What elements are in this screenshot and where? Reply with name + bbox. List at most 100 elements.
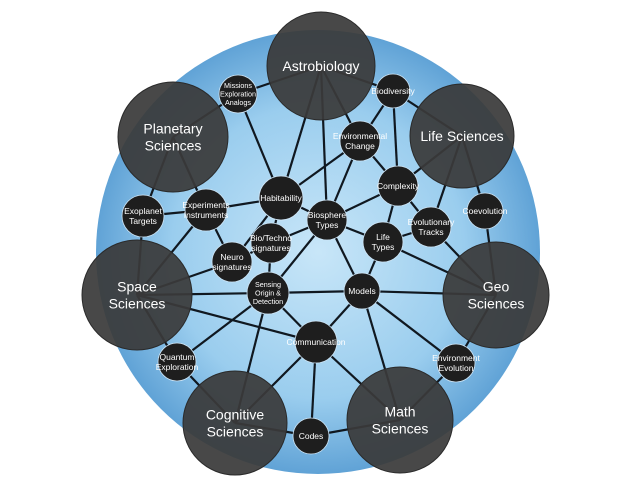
- node-circle-math: [346, 366, 454, 474]
- node-label-geo-1: Sciences: [468, 295, 525, 311]
- node-label-codes-0: Codes: [299, 431, 324, 441]
- node-label-geo-0: Geo: [483, 278, 510, 294]
- node-label-sensing-2: Detection: [253, 297, 283, 306]
- node-label-math-0: Math: [384, 403, 415, 419]
- node-label-neuro-0: Neuro: [220, 252, 243, 262]
- node-circle-astrobiology: [266, 11, 376, 121]
- node-circle-biodiversity: [375, 73, 411, 109]
- node-label-missions-2: Analogs: [225, 98, 251, 107]
- node-label-life-types-0: Life: [376, 232, 390, 242]
- node-circle-geo: [442, 241, 550, 349]
- node-circle-space: [81, 239, 193, 351]
- node-label-space-1: Sciences: [109, 295, 166, 311]
- node-complexity: Complexity: [377, 165, 420, 207]
- node-label-env-change-0: Environmental: [333, 131, 387, 141]
- node-circle-neuro: [211, 241, 253, 283]
- node-label-math-1: Sciences: [372, 420, 429, 436]
- node-circle-coevolution: [466, 192, 504, 230]
- node-communication: Communication: [286, 320, 346, 364]
- node-circle-complexity: [377, 165, 419, 207]
- node-circle-biosphere: [306, 199, 348, 241]
- node-label-env-evolution-0: Environment: [432, 353, 480, 363]
- node-models: Models: [343, 272, 381, 310]
- node-label-cognitive-1: Sciences: [207, 423, 264, 439]
- node-circle-communication: [294, 320, 338, 364]
- node-label-life-types-1: Types: [372, 242, 395, 252]
- node-label-biotechno-1: signatures: [251, 243, 290, 253]
- node-label-quantum-0: Quantum: [160, 352, 195, 362]
- node-label-missions-1: Exploration: [220, 89, 256, 98]
- node-circle-life: [409, 83, 515, 189]
- node-astrobiology: Astrobiology: [266, 11, 376, 121]
- node-label-sensing-0: Sensing: [255, 280, 281, 289]
- node-label-coevolution-0: Coevolution: [463, 206, 508, 216]
- node-circle-experiments: [184, 188, 228, 232]
- node-codes: Codes: [292, 417, 330, 455]
- node-label-experiments-1: Instruments: [184, 210, 228, 220]
- node-circle-env-evolution: [436, 343, 476, 383]
- node-label-neuro-1: signatures: [212, 262, 251, 272]
- node-label-env-evolution-1: Evolution: [439, 363, 474, 373]
- node-life: Life Sciences: [409, 83, 515, 189]
- node-label-habitability-0: Habitability: [260, 193, 302, 203]
- node-circle-env-change: [339, 120, 381, 162]
- node-label-communication-0: Communication: [286, 337, 345, 347]
- node-label-exoplanet-1: Targets: [129, 216, 157, 226]
- node-label-sensing-1: Origin &: [255, 288, 281, 297]
- node-circle-exoplanet: [121, 194, 165, 238]
- node-circle-planetary: [117, 81, 229, 193]
- node-habitability: Habitability: [258, 175, 304, 221]
- node-label-quantum-1: Exploration: [156, 362, 199, 372]
- node-circle-cognitive: [182, 370, 288, 476]
- node-label-env-change-1: Change: [345, 141, 375, 151]
- node-biodiversity: Biodiversity: [371, 73, 415, 109]
- node-label-planetary-0: Planetary: [143, 120, 202, 136]
- node-circle-missions: [218, 74, 258, 114]
- node-circle-models: [343, 272, 381, 310]
- node-label-cognitive-0: Cognitive: [206, 406, 265, 422]
- node-label-models-0: Models: [348, 286, 375, 296]
- edge-models-env_evolution: [361, 290, 457, 364]
- node-label-missions-0: Missions: [224, 81, 252, 90]
- node-circle-life-types: [362, 221, 404, 263]
- node-label-experiments-0: Experiments: [182, 200, 229, 210]
- node-label-complexity-0: Complexity: [377, 181, 420, 191]
- node-label-exoplanet-0: Exoplanet: [124, 206, 162, 216]
- node-circle-biotechno: [250, 222, 292, 264]
- node-label-evo-tracks-0: Evolutionary: [408, 217, 456, 227]
- node-circle-evo-tracks: [410, 206, 452, 248]
- node-label-biosphere-1: Types: [316, 220, 339, 230]
- node-label-biodiversity-0: Biodiversity: [371, 86, 415, 96]
- node-circle-codes: [292, 417, 330, 455]
- node-label-space-0: Space: [117, 278, 157, 294]
- node-circle-habitability: [258, 175, 304, 221]
- node-circle-quantum: [157, 342, 197, 382]
- node-label-biotechno-0: Bio/Techno: [250, 233, 292, 243]
- node-label-evo-tracks-1: Tracks: [418, 227, 443, 237]
- node-label-astrobiology-0: Astrobiology: [282, 58, 359, 74]
- node-coevolution: Coevolution: [463, 192, 508, 230]
- node-label-planetary-1: Sciences: [145, 137, 202, 153]
- node-circle-sensing: [246, 271, 290, 315]
- node-label-biosphere-0: Biosphere: [308, 210, 347, 220]
- node-label-life-0: Life Sciences: [420, 128, 503, 144]
